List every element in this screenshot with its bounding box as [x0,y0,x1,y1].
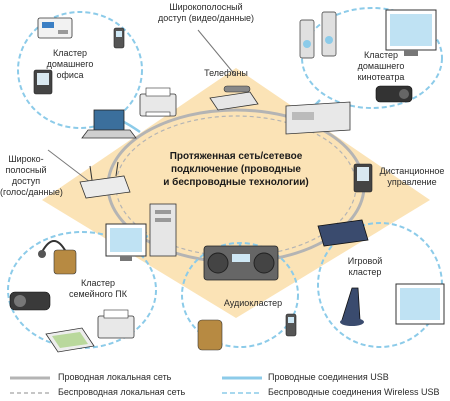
center-label: Протяженная сеть/сетевое подключение (пр… [148,150,324,189]
home-theater-loop [301,7,443,109]
media-center-icon [285,101,351,135]
broadband-voice-label-1: Широко- [8,154,44,164]
audio-label: Аудиокластер [223,298,283,308]
home-theater-label-1: Кластер [363,50,399,60]
phones-label: Телефоны [204,68,248,78]
center-label-line-3: и беспроводные технологии) [163,177,309,188]
broadband-voice-line [47,149,91,183]
camera-bag-icon [53,249,77,275]
family-pc-label: Кластер семейного ПК [60,278,136,300]
remote-control-label: Дистанционное управление [376,166,448,188]
video-projector-icon [9,291,51,311]
broadband-video-line [197,29,237,77]
modem-icon [79,161,131,199]
gaming-label-1: Игровой [347,256,383,266]
desk-phone-icon [209,85,259,111]
tower-pc-icon [149,203,177,257]
gaming-label-2: кластер [348,267,382,277]
portable-player-icon [197,319,223,351]
broadband-video-label-1: Широкополосный [169,2,243,12]
audio-loop [181,242,299,348]
pda-icon [33,69,53,95]
legend-wired-lan: Проводная локальная сеть [58,372,172,382]
remote-control-label-1: Дистанционное [379,166,445,176]
speaker-icon [299,11,337,59]
monitor-icon [385,9,437,56]
gaming-label: Игровой кластер [340,256,390,278]
home-office-label: Кластер домашнего офиса [40,48,100,81]
game-monitor-icon [395,283,445,325]
home-theater-label-3: кинотеатра [357,72,405,82]
legend-wireless-lan: Беспроводная локальная сеть [58,387,186,397]
family-pc-loop [7,231,157,349]
home-office-label-2: домашнего [46,59,94,69]
legend-wired-usb: Проводные соединения USB [268,372,389,382]
photo-printer-icon [97,309,135,339]
fax-icon [37,17,73,39]
broadband-voice-label-4: (голос/данные) [0,187,63,197]
family-pc-label-2: семейного ПК [68,289,127,299]
remote-control-label-2: управление [387,177,437,187]
game-console-icon [317,219,369,247]
center-label-line-1: Протяженная сеть/сетевое [169,151,303,162]
home-office-loop [17,11,143,129]
joystick-icon [340,287,364,326]
center-label-line-2: подключение (проводные [171,164,301,175]
projector-icon [375,85,413,103]
home-office-label-3: офиса [56,70,84,80]
broadband-voice-label-3: доступ [11,176,41,186]
pc-monitor-icon [105,223,147,261]
broadband-voice-label-2: полосный [5,165,47,175]
family-pc-label-1: Кластер [80,278,116,288]
home-theater-label: Кластер домашнего кинотеатра [348,50,414,83]
remote-control-icon [353,163,373,193]
stereo-icon [203,245,279,281]
phone-icon [285,313,297,337]
broadband-video-label-2: доступ (видео/данные) [157,13,255,23]
scanner-icon [45,327,95,353]
legend-wireless-usb: Беспроводные соединения Wireless USB [268,387,440,397]
broadband-voice-label: Широко- полосный доступ (голос/данные) [0,154,63,198]
laptop-icon [81,109,137,139]
home-office-label-1: Кластер [52,48,88,58]
home-theater-label-2: домашнего [357,61,405,71]
broadband-video-label: Широкополосный доступ (видео/данные) [150,2,262,24]
printer-icon [139,87,177,117]
mobile-phone-icon [113,27,125,49]
